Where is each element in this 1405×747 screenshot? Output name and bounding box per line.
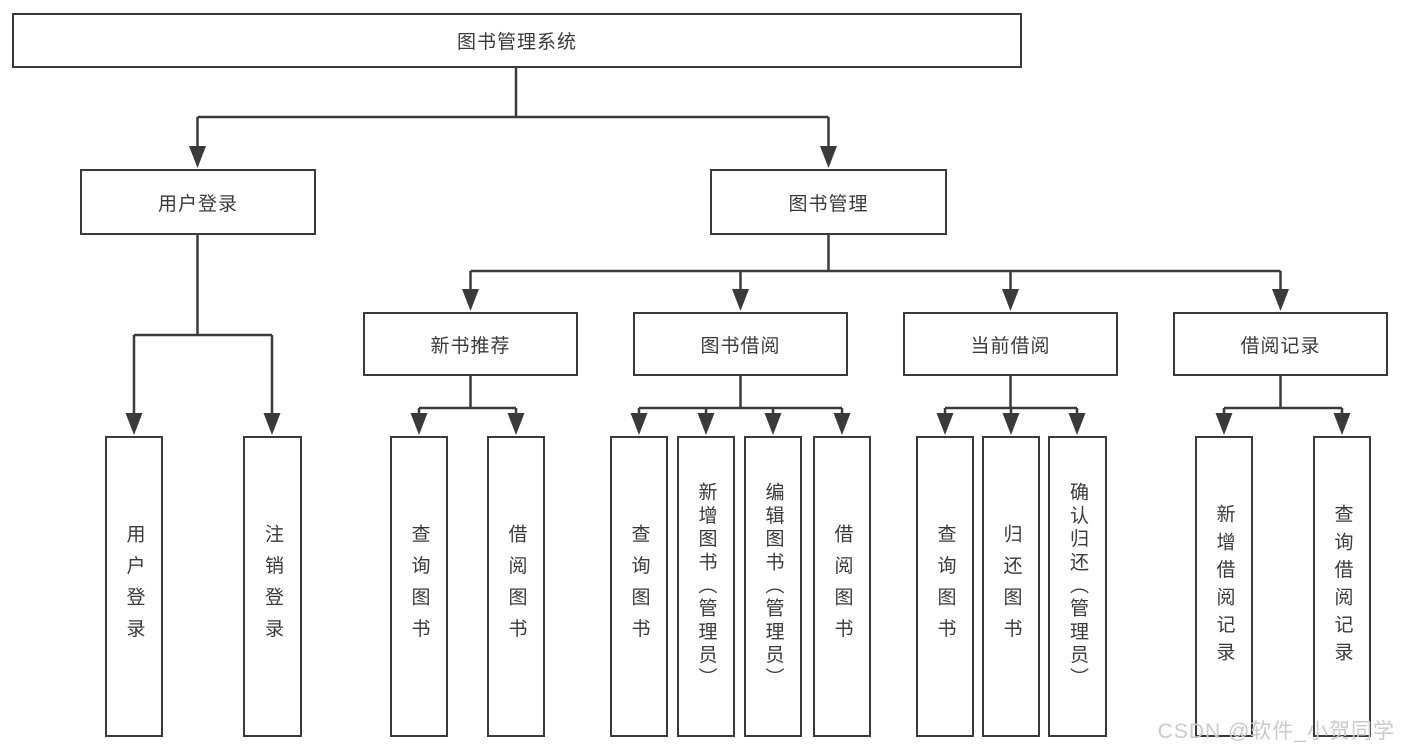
leaf-add-borrow-record: 新增借阅记录: [1195, 436, 1253, 737]
leaf-label: 查询图书: [934, 523, 956, 650]
node-label: 图书管理系统: [456, 32, 577, 53]
arrow-icon: [507, 413, 525, 435]
leaf-label: 确认归还（管理员）: [1067, 482, 1088, 691]
node-label: 图书管理: [788, 193, 869, 215]
leaf-return-books: 归还图书: [982, 436, 1040, 737]
arrow-icon: [764, 413, 782, 435]
connector-book-mgmt-fork: [469, 234, 1282, 291]
node-label: 借阅记录: [1240, 335, 1321, 357]
node-book-management: 图书管理: [710, 169, 947, 235]
node-current-borrowing: 当前借阅: [903, 312, 1118, 376]
leaf-label: 注销登录: [262, 523, 283, 650]
leaf-label: 归还图书: [1000, 523, 1022, 650]
arrow-icon: [462, 289, 479, 311]
arrow-icon: [820, 146, 837, 168]
node-label: 当前借阅: [970, 335, 1051, 357]
arrow-icon: [410, 413, 428, 435]
leaf-query-borrow-record: 查询借阅记录: [1313, 436, 1371, 737]
leaf-label: 借阅图书: [505, 523, 527, 650]
connector-book-borrow-fork: [637, 376, 844, 416]
arrow-icon: [1272, 289, 1289, 311]
connector-current-borrow-fork: [943, 376, 1079, 416]
arrow-icon: [732, 289, 749, 311]
arrow-icon: [936, 413, 954, 435]
arrow-icon: [1215, 413, 1233, 435]
node-label: 图书借阅: [700, 335, 781, 357]
leaf-query-books-2: 查询图书: [610, 436, 668, 737]
node-new-book-recommendation: 新书推荐: [363, 312, 578, 376]
watermark: CSDN @软件_小贺同学: [1157, 720, 1395, 743]
leaf-logout: 注销登录: [243, 436, 302, 737]
node-book-borrowing: 图书借阅: [633, 312, 848, 376]
node-label: 新书推荐: [430, 335, 511, 357]
node-borrowing-records: 借阅记录: [1173, 312, 1388, 376]
arrow-icon: [263, 413, 281, 435]
connector-new-book-fork: [417, 376, 518, 416]
connector-user-login-fork: [132, 234, 274, 415]
leaf-label: 用户登录: [123, 523, 145, 650]
arrow-icon: [1002, 289, 1019, 311]
leaf-label: 新增图书（管理员）: [695, 482, 717, 691]
arrow-icon: [1002, 413, 1020, 435]
leaf-query-books-1: 查询图书: [390, 436, 448, 737]
leaf-edit-book-admin: 编辑图书（管理员）: [744, 436, 802, 737]
leaf-label: 编辑图书（管理员）: [762, 482, 784, 691]
leaf-confirm-return-admin: 确认归还（管理员）: [1048, 436, 1107, 737]
leaf-borrow-books-1: 借阅图书: [487, 436, 545, 737]
leaf-user-login: 用户登录: [105, 436, 163, 737]
connector-borrow-record-fork: [1222, 376, 1344, 416]
connector-root-fork: [196, 68, 830, 148]
node-user-login: 用户登录: [80, 169, 316, 235]
arrow-icon: [1333, 413, 1351, 435]
arrow-icon: [189, 146, 206, 168]
arrow-icon: [697, 413, 715, 435]
arrow-icon: [125, 413, 143, 435]
arrow-icon: [630, 413, 648, 435]
leaf-label: 查询图书: [408, 523, 430, 650]
arrow-icon: [1068, 413, 1086, 435]
leaf-label: 查询图书: [628, 523, 650, 650]
arrow-icon: [833, 413, 851, 435]
leaf-label: 借阅图书: [831, 523, 853, 650]
node-library-system: 图书管理系统: [12, 13, 1022, 68]
leaf-label: 新增借阅记录: [1213, 503, 1235, 670]
arrowheads: [125, 146, 1351, 435]
leaf-label: 查询借阅记录: [1331, 503, 1353, 670]
leaf-query-books-3: 查询图书: [916, 436, 974, 737]
node-label: 用户登录: [157, 193, 238, 215]
leaf-add-book-admin: 新增图书（管理员）: [677, 436, 735, 737]
leaf-borrow-books-2: 借阅图书: [813, 436, 871, 737]
